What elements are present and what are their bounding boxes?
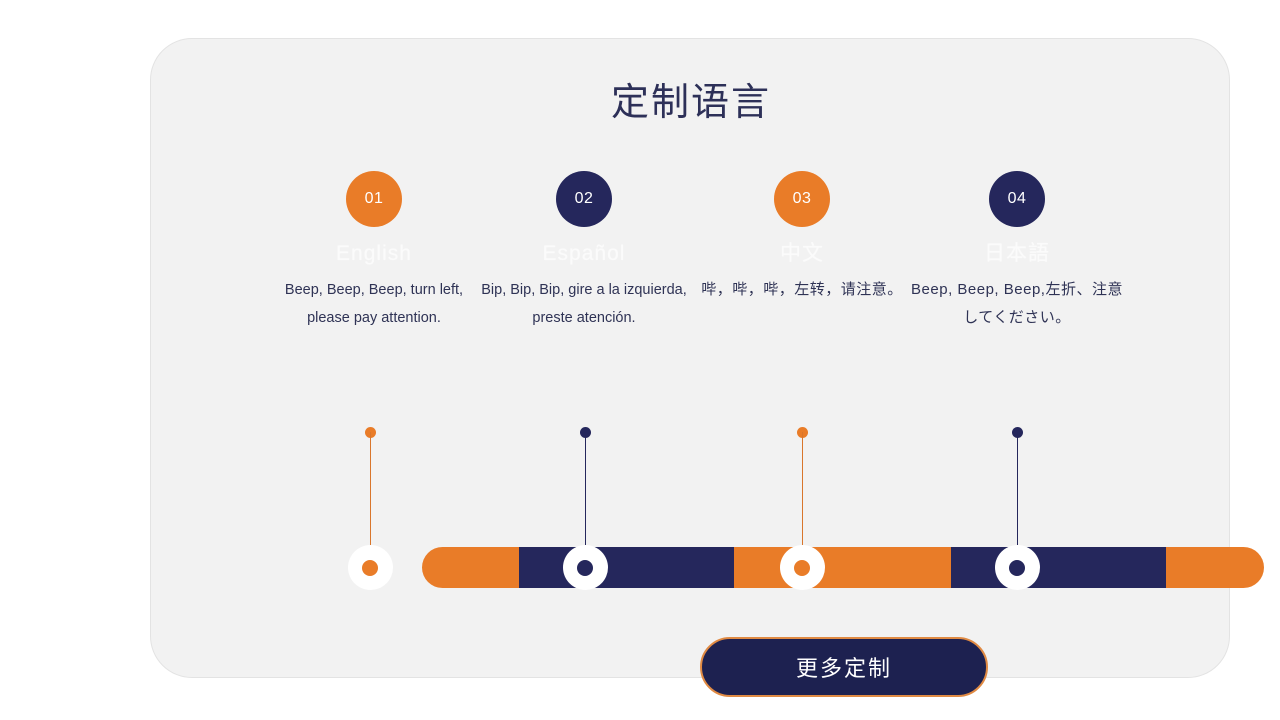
step-number-badge-03: 03 [774, 171, 830, 227]
progress-bar[interactable] [422, 547, 1264, 588]
progress-marker-04[interactable] [994, 545, 1040, 590]
connector-line-01 [370, 432, 371, 567]
progress-segment-2 [519, 547, 734, 588]
progress-marker-dot-04 [1009, 559, 1025, 576]
progress-marker-01[interactable] [347, 545, 393, 590]
step-language-label-04: 日本語 [984, 242, 1050, 265]
step-description-02: Bip, Bip, Bip, gire a la izquierda, pres… [481, 282, 687, 327]
step-language-label-03: 中文 [780, 242, 824, 265]
step-number-badge-02: 02 [556, 171, 612, 227]
step-description-01: Beep, Beep, Beep, turn left, please pay … [284, 282, 464, 327]
step-number-badge-04: 04 [989, 171, 1045, 227]
progress-marker-02[interactable] [562, 545, 608, 590]
step-language-label-01: English [336, 242, 412, 265]
progress-segment-3 [734, 547, 951, 588]
content-card: 定制语言 01 English Beep, Beep, Beep, turn l… [150, 38, 1264, 697]
progress-segment-5 [1166, 547, 1264, 588]
page-title: 定制语言 [610, 82, 771, 124]
connector-line-03 [802, 432, 803, 567]
step-description-03: 哔，哔，哔，左转，请注意。 [701, 281, 903, 299]
progress-marker-dot-01 [362, 559, 378, 576]
connector-line-04 [1017, 432, 1018, 567]
progress-marker-03[interactable] [779, 545, 825, 590]
step-item-02[interactable]: 02 Español Bip, Bip, Bip, gire a la izqu… [469, 171, 699, 332]
step-item-04[interactable]: 04 日本語 Beep, Beep, Beep,左折、注意してください。 [902, 171, 1132, 332]
progress-marker-dot-03 [794, 559, 810, 576]
step-description-04: Beep, Beep, Beep,左折、注意してください。 [911, 281, 1123, 327]
progress-segment-1 [422, 547, 519, 588]
step-item-03[interactable]: 03 中文 哔，哔，哔，左转，请注意。 [687, 171, 917, 304]
progress-marker-dot-02 [577, 559, 593, 576]
more-customization-button[interactable]: 更多定制 [700, 637, 988, 697]
connector-line-02 [585, 432, 586, 567]
progress-segment-4 [951, 547, 1166, 588]
step-language-label-02: Español [542, 242, 626, 265]
step-number-badge-01: 01 [346, 171, 402, 227]
step-item-01[interactable]: 01 English Beep, Beep, Beep, turn left, … [259, 171, 489, 332]
